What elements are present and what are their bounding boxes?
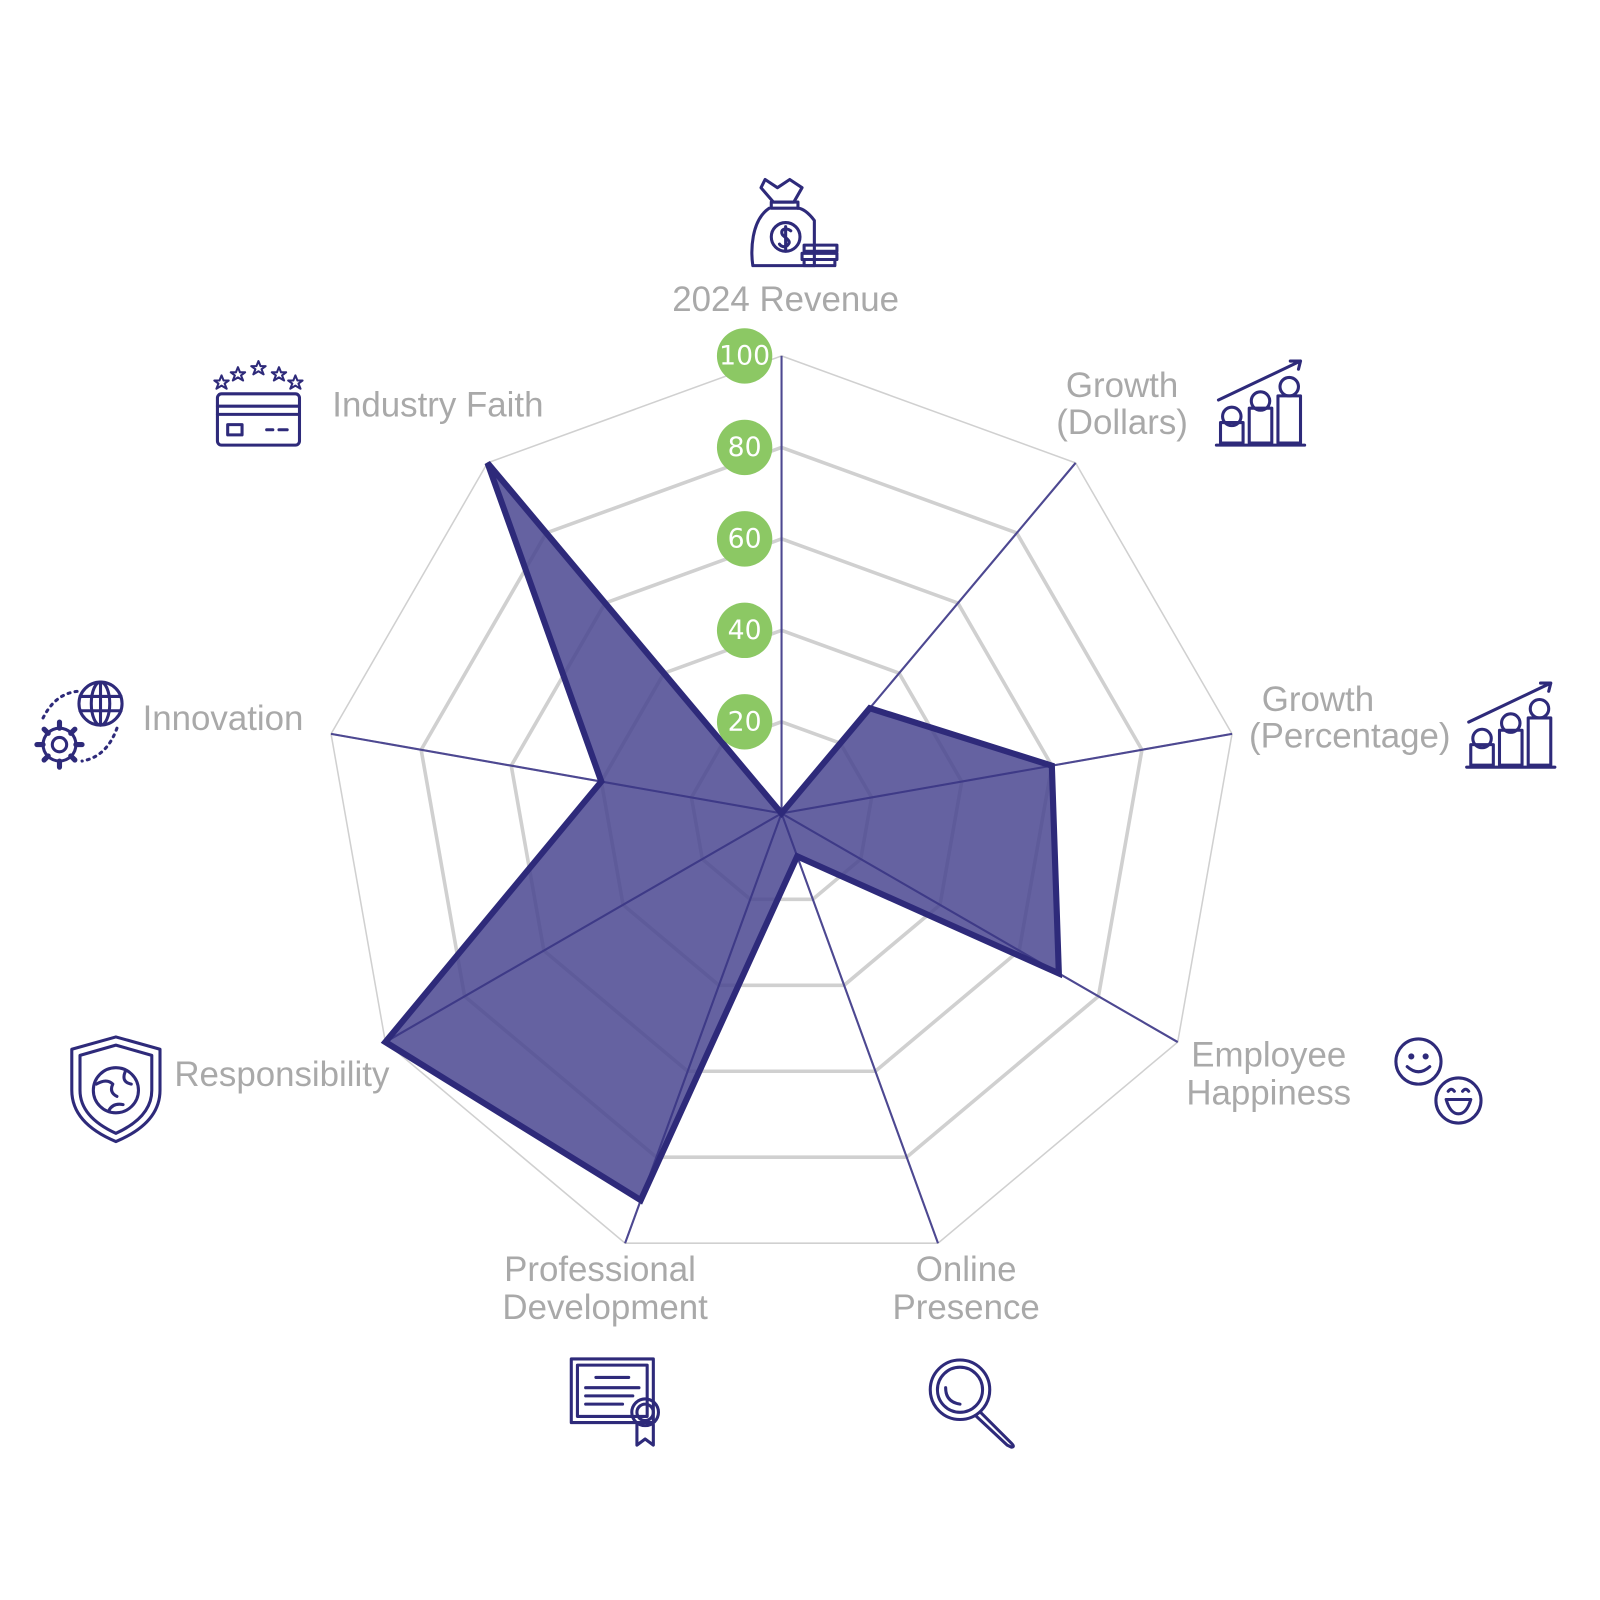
magnifier-icon: [928, 1358, 1015, 1449]
money-bag-icon: [750, 177, 839, 268]
shield-globe-icon: [70, 1035, 162, 1144]
tick-label: 20: [728, 706, 762, 737]
axis-line-overlay: [780, 812, 939, 1244]
tick-label: 40: [728, 615, 762, 646]
category-label: Innovation: [143, 699, 304, 738]
tick-label: 100: [719, 340, 770, 371]
series-outline: [380, 460, 1063, 1205]
tick-badge: [716, 511, 773, 567]
tick-badge: [716, 419, 773, 476]
tick-badge: [716, 602, 773, 659]
rated-card-icon: [213, 359, 304, 447]
certificate-icon: [569, 1357, 660, 1447]
category-icons: [34, 177, 1557, 1449]
tick-label: 60: [728, 523, 762, 554]
growth-dollars-chart-icon: [1214, 359, 1307, 447]
series: [330, 355, 1233, 1244]
category-labels: 2024 RevenueGrowth(Dollars)Growth(Percen…: [143, 280, 1451, 1327]
axis-line-overlay: [781, 812, 1179, 1043]
category-label: (Dollars): [1056, 403, 1188, 442]
grid-ring-60: [509, 536, 1054, 1074]
tick-labels: 20 40 60 80 100: [716, 328, 773, 750]
grid-ring-100: [330, 355, 1233, 1244]
grid-ring-80: [419, 445, 1144, 1160]
category-label: Growth: [1066, 366, 1178, 405]
happy-faces-icon: [1394, 1037, 1483, 1125]
category-label: Development: [502, 1288, 708, 1327]
axis-line-overlay: [781, 732, 1233, 815]
category-label: Employee: [1191, 1036, 1346, 1075]
axis-line-overlay: [384, 812, 783, 1043]
tick-badge: [716, 694, 773, 750]
category-label: Presence: [893, 1288, 1040, 1327]
growth-percentage-chart-icon: [1465, 681, 1557, 769]
globe-gear-icon: [34, 680, 124, 770]
series-area: [385, 462, 1059, 1201]
tick-badge: [716, 328, 773, 384]
tick-label: 80: [728, 432, 762, 463]
axis-line-overlay: [330, 732, 782, 815]
category-label: Professional: [504, 1250, 696, 1289]
category-label: Growth: [1262, 680, 1374, 719]
category-label: Responsibility: [174, 1055, 390, 1094]
category-label: Online: [916, 1250, 1017, 1289]
category-label: 2024 Revenue: [672, 280, 899, 319]
category-label: Industry Faith: [332, 385, 543, 424]
category-label: (Percentage): [1249, 717, 1451, 756]
category-label: Happiness: [1186, 1074, 1351, 1113]
